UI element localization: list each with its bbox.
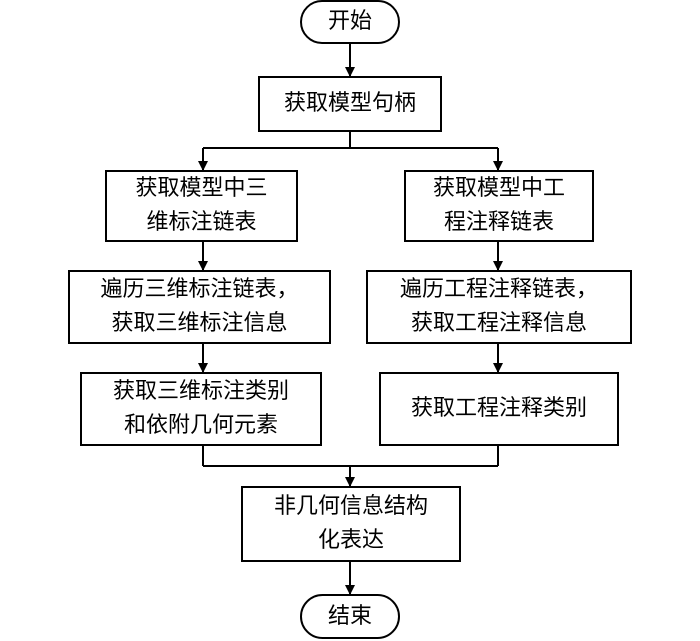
left-get-chain-line-1: 获取模型中三 <box>135 176 268 201</box>
right-classify-node: 获取工程注释类别 <box>379 372 619 446</box>
right-traverse-line-2: 获取工程注释信息 <box>410 311 587 336</box>
left-classify-node: 获取三维标注类别 和依附几何元素 <box>80 372 322 446</box>
right-traverse-line-1: 遍历工程注释链表， <box>399 277 598 302</box>
left-classify-line-1: 获取三维标注类别 <box>112 379 289 404</box>
get-model-handle-label: 获取模型句柄 <box>283 91 416 116</box>
structure-line-1: 非几何信息结构 <box>273 494 428 519</box>
right-get-chain-node: 获取模型中工 程注释链表 <box>404 170 594 242</box>
end-label: 结束 <box>327 603 372 629</box>
structure-line-2: 化表达 <box>317 528 384 553</box>
left-traverse-node: 遍历三维标注链表， 获取三维标注信息 <box>68 270 331 344</box>
right-traverse-node: 遍历工程注释链表， 获取工程注释信息 <box>366 270 632 344</box>
right-get-chain-line-2: 程注释链表 <box>443 210 554 235</box>
left-get-chain-line-2: 维标注链表 <box>146 210 257 235</box>
left-classify-line-2: 和依附几何元素 <box>123 413 278 438</box>
left-traverse-line-2: 获取三维标注信息 <box>111 311 288 336</box>
structure-node: 非几何信息结构 化表达 <box>241 486 461 562</box>
get-model-handle-node: 获取模型句柄 <box>258 76 442 132</box>
end-node: 结束 <box>300 594 400 639</box>
start-node: 开始 <box>300 0 400 44</box>
start-label: 开始 <box>327 9 372 34</box>
left-get-chain-node: 获取模型中三 维标注链表 <box>105 170 298 242</box>
left-traverse-line-1: 遍历三维标注链表， <box>100 277 299 302</box>
right-classify-label: 获取工程注释类别 <box>410 396 587 421</box>
right-get-chain-line-1: 获取模型中工 <box>432 176 565 201</box>
